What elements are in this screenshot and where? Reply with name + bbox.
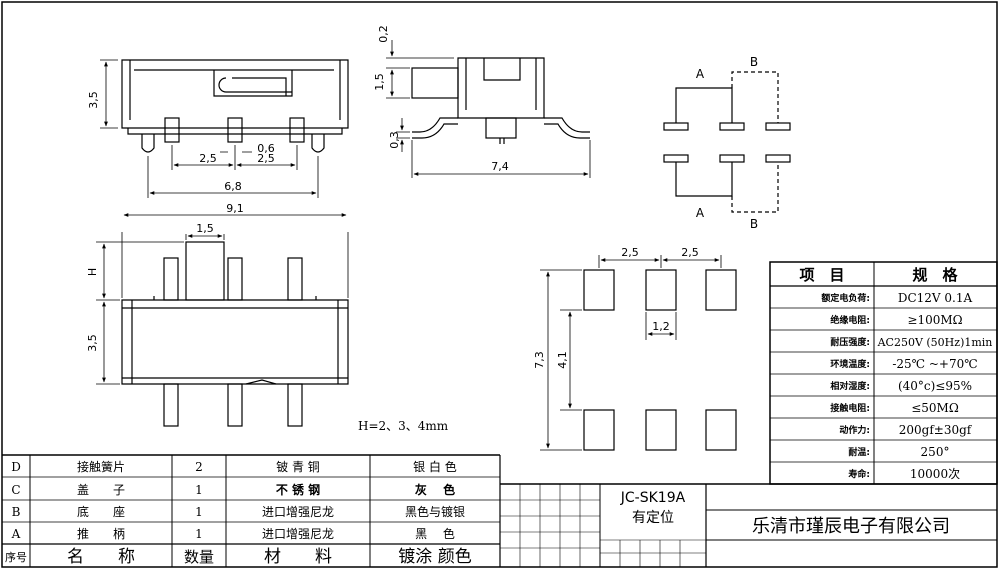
bom-header-finish: 镀涂 颜色	[398, 547, 471, 567]
dim-side-top-gap: 0,2	[377, 25, 390, 43]
bom-material: 进口增强尼龙	[262, 505, 334, 519]
bom-material: 进口增强尼龙	[262, 527, 334, 541]
bom-finish: 黑 色	[415, 527, 455, 541]
dim-pad-total-height: 7,3	[533, 351, 546, 369]
spec-item: 额定电负荷:	[821, 292, 870, 304]
title-block	[500, 483, 997, 567]
h-note: H=2、3、4mm	[358, 419, 449, 433]
spec-value: 10000次	[910, 467, 960, 481]
bom-material: 不 锈 钢	[276, 482, 320, 497]
spec-value: -25℃ ~+70℃	[892, 357, 977, 371]
side-view	[386, 40, 591, 178]
bom-name: 接触簧片	[77, 459, 125, 474]
dim-side-actuator: 1,5	[373, 73, 386, 91]
spec-item: 寿命:	[848, 468, 870, 480]
front-view	[100, 59, 349, 198]
dim-bottom-height: 3,5	[86, 334, 99, 352]
spec-value: (40°c)≤95%	[898, 379, 972, 393]
bom-name: 底 座	[77, 504, 125, 519]
spec-table	[769, 261, 998, 485]
dim-side-total: 7,4	[491, 160, 509, 173]
dim-actuator-height: H	[86, 268, 99, 276]
bom-id: B	[12, 505, 21, 519]
dim-pad-inner-height: 4,1	[556, 351, 569, 369]
spec-header-spec: 规 格	[912, 266, 958, 284]
bom-finish: 银 白 色	[413, 459, 457, 474]
bom-qty: 1	[195, 527, 203, 541]
bom-material: 铍 青 铜	[276, 459, 320, 474]
dim-pad-pitch-right: 2,5	[681, 246, 699, 259]
dim-front-span: 6,8	[224, 180, 242, 193]
dim-bottom-width: 9,1	[226, 202, 244, 215]
company-name: 乐清市瑾辰电子有限公司	[752, 516, 950, 537]
dim-front-height: 3,5	[87, 91, 100, 109]
model-number: JC-SK19A	[620, 490, 686, 506]
spec-value: 200gf±30gf	[899, 423, 973, 437]
dim-pad-width: 1,2	[652, 320, 670, 333]
spec-header-item: 项 目	[799, 266, 844, 284]
bom-finish: 黑色与镀银	[405, 505, 465, 519]
bom-qty: 1	[195, 505, 203, 519]
circuit-label-a-top: A	[696, 67, 705, 81]
bom-header-id: 序号	[5, 550, 27, 564]
circuit-label-b-bottom: B	[750, 217, 758, 231]
dim-front-pin-width: 0,6	[257, 142, 275, 155]
circuit-diagram	[663, 71, 791, 213]
dim-actuator-width: 1,5	[196, 222, 214, 235]
spec-item: 相对湿度:	[830, 380, 870, 392]
spec-value: ≥100MΩ	[907, 313, 962, 327]
bom-finish: 灰 色	[415, 482, 455, 497]
dim-side-standoff: 0,3	[388, 131, 401, 149]
bom-header-name: 名 称	[67, 547, 135, 567]
bom-id: A	[11, 527, 21, 541]
spec-item: 耐温:	[848, 446, 870, 458]
dim-front-pitch-left: 2,5	[199, 152, 217, 165]
circuit-label-b-top: B	[750, 55, 758, 69]
bom-id: C	[11, 483, 20, 497]
spec-item: 绝缘电阻:	[830, 314, 870, 326]
circuit-label-a-bottom: A	[696, 206, 705, 220]
spec-value: 250°	[921, 445, 950, 459]
bom-id: D	[11, 460, 21, 474]
bom-table	[2, 454, 501, 567]
model-subtitle: 有定位	[632, 510, 674, 526]
spec-value: DC12V 0.1A	[898, 291, 973, 305]
bom-header-material: 材 料	[264, 547, 332, 567]
bom-name: 推 柄	[77, 527, 125, 541]
bom-name: 盖 子	[77, 483, 125, 497]
spec-item: 环境温度:	[830, 358, 870, 370]
bottom-view	[96, 213, 349, 427]
dim-pad-pitch-left: 2,5	[621, 246, 639, 259]
spec-item: 耐压强度:	[830, 336, 870, 348]
bom-qty: 1	[195, 483, 203, 497]
pcb-pad-layout	[540, 255, 737, 451]
dim-front-pitch-right: 2,5	[257, 152, 275, 165]
spec-value: ≤50MΩ	[911, 401, 959, 415]
bom-header-qty: 数量	[184, 548, 214, 566]
bom-qty: 2	[195, 460, 203, 474]
spec-item: 接触电阻:	[830, 402, 870, 414]
spec-value: AC250V (50Hz)1min	[877, 336, 993, 349]
spec-item: 动作力:	[839, 424, 870, 436]
